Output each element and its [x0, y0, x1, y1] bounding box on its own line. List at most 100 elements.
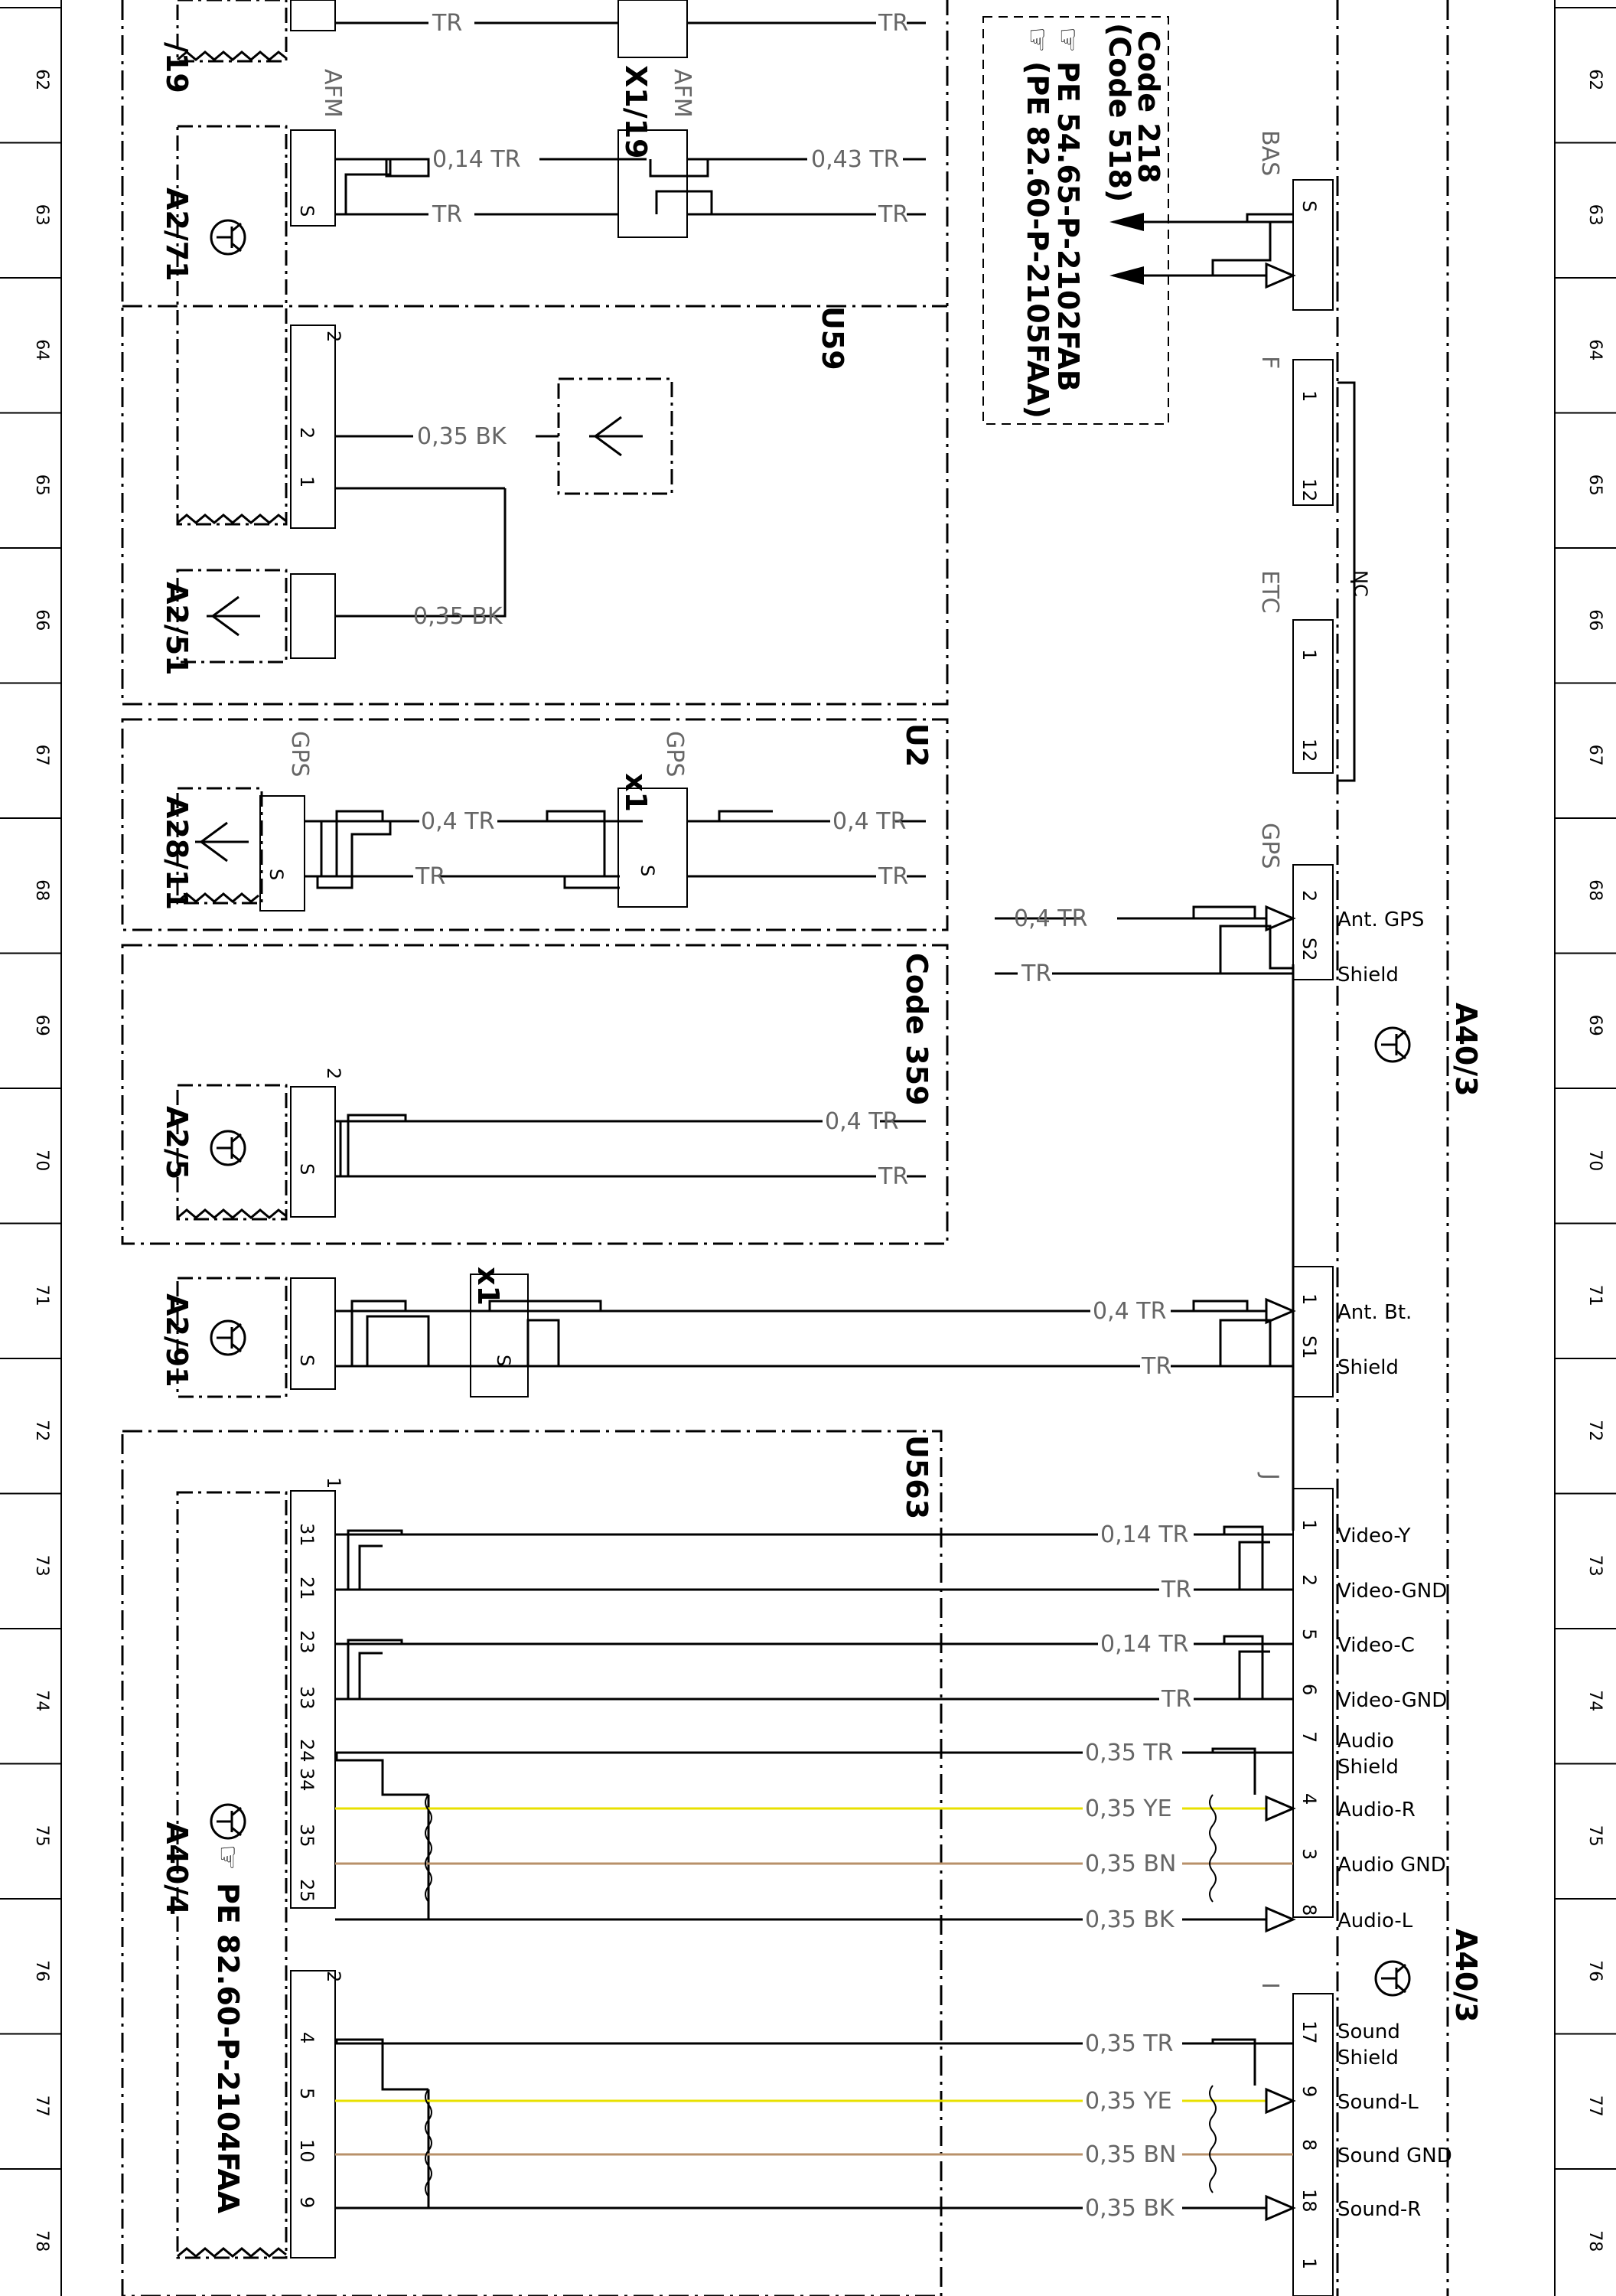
group-boxes	[121, 0, 1449, 2296]
pin-label: 24	[296, 1739, 318, 1763]
pin-label: 7	[1298, 1731, 1320, 1743]
pointing-hand-icon: ☞	[211, 1844, 245, 1870]
grid-label: 75	[32, 1825, 51, 1847]
amplifier-icon	[210, 1319, 246, 1356]
signal-audio-shield: Shield	[1337, 1756, 1399, 1779]
component-a2-91-label: A2/91	[160, 1293, 194, 1388]
pin-labels: S 2 2 1 S S 2 S S S 1 31 21 23 33 24 34 …	[266, 201, 1320, 2269]
grid-label: 72	[1585, 1420, 1605, 1441]
box-a2-91	[176, 1277, 288, 1398]
wire-label: 0,35 YE	[1085, 2088, 1172, 2115]
grid-label: 74	[32, 1690, 51, 1711]
pin-label: 2	[323, 1971, 344, 1982]
box-a2-71	[176, 125, 288, 526]
pin-label: 2	[1298, 1574, 1320, 1586]
pin-label: S	[296, 1163, 318, 1175]
grid-label: 73	[32, 1555, 51, 1577]
wire-label: TR	[1161, 1577, 1191, 1603]
grid-label: 76	[1585, 1960, 1605, 1981]
wire-label: 0,14 TR	[1100, 1631, 1189, 1658]
pin-label: 1	[1298, 649, 1320, 660]
grid-label: 71	[32, 1285, 51, 1306]
wire-label: TR	[878, 1163, 908, 1190]
amplifier-icon	[210, 1130, 246, 1166]
pin-label: 34	[296, 1768, 318, 1792]
bas-arrows	[1109, 213, 1144, 285]
signal-sound: Sound	[1337, 2020, 1400, 2043]
wire-labels: TR TR 0,14 TR 0,43 TR TR TR 0,35 BK 0,35…	[413, 10, 1191, 2222]
grid-label: 65	[32, 475, 51, 496]
grid-label: 70	[32, 1150, 51, 1171]
signal-audio: Audio	[1337, 1730, 1394, 1753]
grid-label: 78	[32, 2230, 51, 2252]
pin-label: 12	[1298, 739, 1320, 762]
pin-label: 21	[296, 1577, 318, 1600]
grid-label: 78	[1585, 2230, 1605, 2252]
svg-text:☞: ☞	[1051, 27, 1085, 53]
connector-gps-right: GPS	[661, 731, 688, 777]
antenna-icon	[195, 821, 249, 863]
signal-sound-shield: Shield	[1337, 2047, 1399, 2069]
connector-gps-left: GPS	[286, 731, 313, 777]
grid-label: 67	[1585, 745, 1605, 766]
group-u2-label: U2	[900, 723, 933, 767]
connector-f: F	[1256, 356, 1283, 369]
wire-label: 0,43 TR	[811, 146, 900, 173]
component-a2-71-label: A2/71	[160, 188, 194, 282]
grid-label: 63	[32, 204, 51, 226]
wire-label: TR	[878, 201, 908, 228]
wire-label: TR	[1141, 1353, 1171, 1380]
pin-label: 1	[323, 1477, 344, 1489]
pin-label: 1	[1298, 2258, 1320, 2269]
grid-label: 64	[1585, 339, 1605, 360]
svg-text:☞: ☞	[1021, 27, 1054, 53]
pin-label: 1	[1298, 1519, 1320, 1531]
wire-label: 0,35 BK	[417, 423, 507, 450]
grid-label: 62	[32, 69, 51, 90]
box-u2	[121, 718, 949, 931]
connector-j: J	[1256, 1472, 1283, 1480]
wire-label: TR	[878, 10, 908, 37]
wire-label: 0,35 BN	[1085, 1851, 1176, 1877]
note-pe-54-65: PE 54.65-P-2102FAB	[1051, 61, 1085, 392]
signal-audio-gnd: Audio GND	[1337, 1854, 1446, 1877]
amplifier-icon	[210, 1803, 246, 1840]
wire-label: 0,35 BK	[1085, 1906, 1175, 1933]
signal-video-y: Video-Y	[1337, 1525, 1411, 1548]
pin-label: 35	[296, 1824, 318, 1848]
connector-gps-a403: GPS	[1256, 823, 1283, 869]
component-a40-4-label: A40/4	[160, 1821, 194, 1916]
wires	[305, 21, 1356, 2210]
wire-label: TR	[1021, 960, 1051, 987]
pin-label: 9	[296, 2197, 318, 2208]
component-x1-19-label: X1/19	[619, 65, 653, 159]
wire-label: 0,4 TR	[1093, 1298, 1166, 1325]
wire-label: 0,35 TR	[1085, 2030, 1174, 2057]
grid-label: 68	[1585, 879, 1605, 901]
note-box	[982, 16, 1169, 425]
pin-label: 31	[296, 1523, 318, 1547]
pin-label: 25	[296, 1879, 318, 1903]
pointing-hand-icon: ☞	[1051, 27, 1085, 53]
group-u59-label: U59	[816, 306, 849, 370]
connector-etc: ETC	[1256, 570, 1283, 613]
pin-label: 4	[296, 2032, 318, 2043]
frame	[60, 0, 1556, 2296]
antenna-icon	[207, 595, 260, 637]
box-u59	[121, 0, 949, 706]
amplifier-icon	[1374, 1026, 1411, 1063]
antenna-icons	[195, 416, 643, 863]
pin-label: S	[493, 1355, 514, 1366]
wire-label: TR	[432, 10, 462, 37]
grid-label: 62	[1585, 69, 1605, 90]
pin-label: S	[296, 1355, 318, 1366]
pointing-hand-icon: ☞	[1021, 27, 1054, 53]
wire-label: 0,35 BN	[1085, 2141, 1176, 2168]
wire-label: 0,35 BK	[413, 603, 503, 630]
pin-label: 2	[323, 1068, 344, 1079]
amplifier-icon	[1374, 1960, 1411, 1997]
pin-label: 12	[1298, 478, 1320, 502]
connector-nc: NC	[1350, 570, 1371, 597]
shield-waves	[425, 1794, 1217, 2197]
